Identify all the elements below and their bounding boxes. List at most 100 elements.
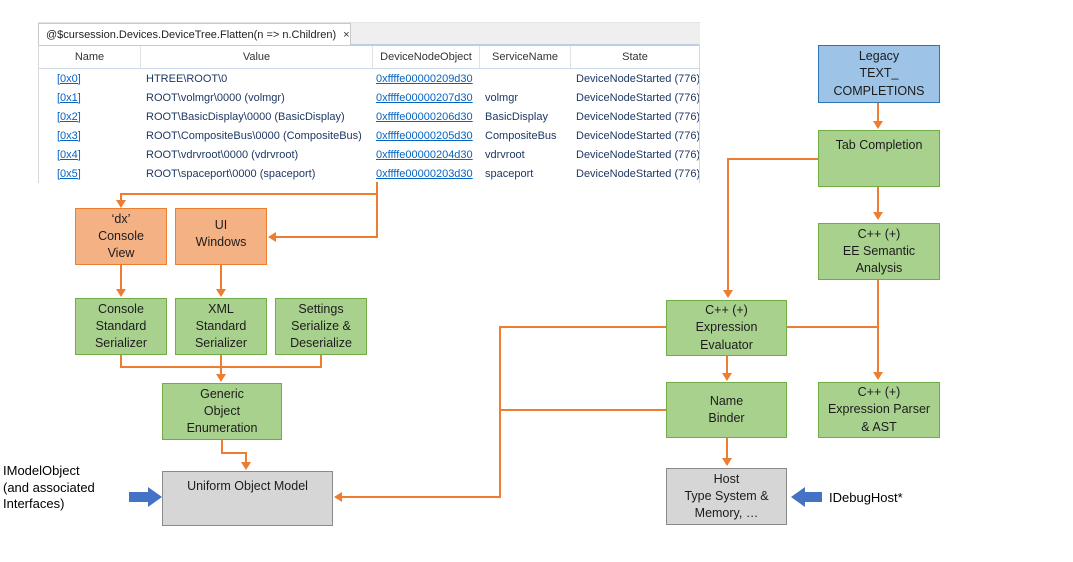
idebughost-arrow-head — [791, 487, 805, 507]
table-row: [0x0] HTREE\ROOT\0 0xffffe00000209d30 De… — [39, 69, 699, 88]
connector — [499, 326, 666, 328]
connector-arrow — [216, 289, 226, 297]
connector-arrow — [334, 492, 342, 502]
column-header-name[interactable]: Name — [39, 46, 141, 68]
row-servicename: vdrvroot — [485, 148, 525, 161]
row-value: ROOT\vdrvroot\0000 (vdrvroot) — [146, 148, 299, 161]
watch-tab[interactable]: @$cursession.Devices.DeviceTree.Flatten(… — [38, 23, 351, 45]
connector — [342, 496, 501, 498]
tab-bar: @$cursession.Devices.DeviceTree.Flatten(… — [38, 22, 700, 45]
box-ee-semantic-analysis: C++ (+) EE Semantic Analysis — [818, 223, 940, 280]
imodelobject-arrow — [129, 492, 149, 502]
row-value: ROOT\BasicDisplay\0000 (BasicDisplay) — [146, 110, 345, 123]
device-table: Name Value DeviceNodeObject ServiceName … — [38, 44, 700, 183]
connector — [877, 187, 879, 213]
row-devicenode-link[interactable]: 0xffffe00000206d30 — [376, 110, 473, 123]
connector-arrow — [116, 289, 126, 297]
row-state: DeviceNodeStarted (776) — [576, 167, 699, 180]
row-name-link[interactable]: [0x0] — [57, 72, 81, 85]
row-state: DeviceNodeStarted (776) — [576, 72, 699, 85]
connector — [245, 452, 247, 463]
box-generic-object-enumeration: Generic Object Enumeration — [162, 383, 282, 440]
connector — [726, 356, 728, 374]
row-devicenode-link[interactable]: 0xffffe00000205d30 — [376, 129, 473, 142]
box-dx-console-view: ‘dx’ Console View — [75, 208, 167, 265]
connector — [727, 158, 729, 290]
idebughost-label: IDebugHost* — [829, 490, 903, 505]
tab-title: @$cursession.Devices.DeviceTree.Flatten(… — [46, 28, 337, 41]
column-header-servicename[interactable]: ServiceName — [480, 46, 571, 68]
connector-arrow — [873, 121, 883, 129]
connector-arrow — [216, 374, 226, 382]
connector-arrow — [241, 462, 251, 470]
row-value: ROOT\CompositeBus\0000 (CompositeBus) — [146, 129, 362, 142]
connector-arrow — [873, 212, 883, 220]
connector — [120, 193, 122, 201]
table-row: [0x2] ROOT\BasicDisplay\0000 (BasicDispl… — [39, 107, 699, 126]
table-row: [0x3] ROOT\CompositeBus\0000 (CompositeB… — [39, 126, 699, 145]
row-state: DeviceNodeStarted (776) — [576, 91, 699, 104]
column-header-state[interactable]: State — [622, 51, 648, 63]
connector — [220, 265, 222, 290]
row-servicename: spaceport — [485, 167, 534, 180]
idebughost-arrow — [805, 492, 822, 502]
connector — [376, 182, 378, 238]
box-name-binder: Name Binder — [666, 382, 787, 438]
table-row: [0x1] ROOT\volmgr\0000 (volmgr) 0xffffe0… — [39, 88, 699, 107]
row-name-link[interactable]: [0x4] — [57, 148, 81, 161]
row-value: HTREE\ROOT\0 — [146, 72, 228, 85]
box-legacy-text-completions: Legacy TEXT_ COMPLETIONS — [818, 45, 940, 103]
connector-arrow — [722, 373, 732, 381]
connector-arrow — [116, 200, 126, 208]
connector — [120, 265, 122, 290]
row-state: DeviceNodeStarted (776) — [576, 110, 699, 123]
connector — [499, 326, 501, 498]
box-expression-evaluator: C++ (+) Expression Evaluator — [666, 300, 787, 356]
row-devicenode-link[interactable]: 0xffffe00000203d30 — [376, 167, 473, 180]
row-devicenode-link[interactable]: 0xffffe00000207d30 — [376, 91, 473, 104]
connector — [729, 158, 818, 160]
imodelobject-arrow-head — [148, 487, 162, 507]
connector — [499, 409, 666, 411]
connector-arrow — [723, 290, 733, 298]
row-devicenode-link[interactable]: 0xffffe00000209d30 — [376, 72, 473, 85]
row-servicename: BasicDisplay — [485, 110, 548, 123]
column-header-value[interactable]: Value — [141, 46, 373, 68]
connector — [275, 236, 378, 238]
row-value: ROOT\volmgr\0000 (volmgr) — [146, 91, 285, 104]
table-row: [0x4] ROOT\vdrvroot\0000 (vdrvroot) 0xff… — [39, 145, 699, 164]
box-xml-standard-serializer: XML Standard Serializer — [175, 298, 267, 355]
connector — [120, 193, 378, 195]
row-servicename: volmgr — [485, 91, 519, 104]
box-tab-completion: Tab Completion — [818, 130, 940, 187]
table-header: Name Value DeviceNodeObject ServiceName … — [39, 44, 699, 69]
connector-arrow — [268, 232, 276, 242]
box-host-type-system: Host Type System & Memory, … — [666, 468, 787, 525]
table-row: [0x5] ROOT\spaceport\0000 (spaceport) 0x… — [39, 164, 699, 183]
connector — [787, 326, 879, 328]
row-name-link[interactable]: [0x1] — [57, 91, 81, 104]
connector — [726, 438, 728, 459]
row-name-link[interactable]: [0x2] — [57, 110, 81, 123]
connector — [221, 440, 223, 454]
imodelobject-label: IModelObject (and associated Interfaces) — [3, 463, 95, 512]
connector — [220, 355, 222, 375]
row-name-link[interactable]: [0x3] — [57, 129, 81, 142]
connector — [877, 103, 879, 122]
connector — [320, 355, 322, 368]
row-name-link[interactable]: [0x5] — [57, 167, 81, 180]
row-servicename: CompositeBus — [485, 129, 557, 142]
box-uniform-object-model: Uniform Object Model — [162, 471, 333, 526]
connector — [221, 452, 247, 454]
column-header-devicenodeobject[interactable]: DeviceNodeObject — [373, 46, 480, 68]
connector-arrow — [873, 372, 883, 380]
row-devicenode-link[interactable]: 0xffffe00000204d30 — [376, 148, 473, 161]
connector — [120, 355, 122, 368]
row-state: DeviceNodeStarted (776) — [576, 148, 699, 161]
watch-window: @$cursession.Devices.DeviceTree.Flatten(… — [38, 22, 700, 183]
row-value: ROOT\spaceport\0000 (spaceport) — [146, 167, 316, 180]
box-ui-windows: UI Windows — [175, 208, 267, 265]
connector-arrow — [722, 458, 732, 466]
close-icon[interactable]: × — [343, 28, 350, 41]
